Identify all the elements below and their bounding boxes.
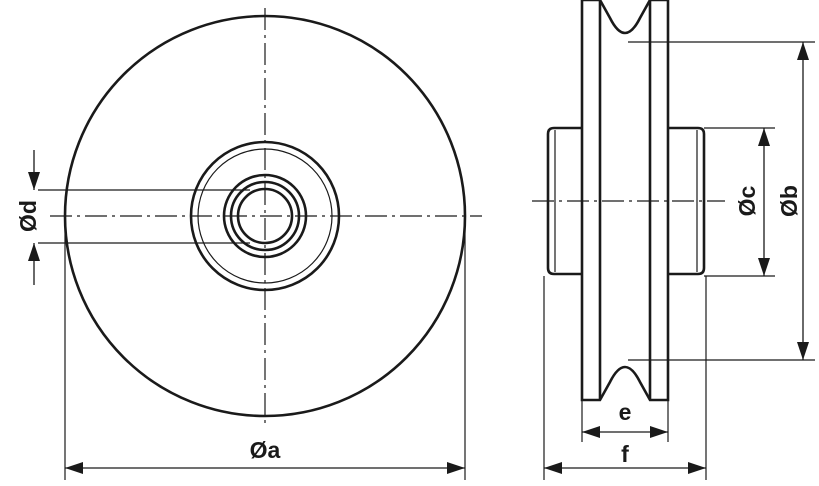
dim-e-arrow-left	[582, 426, 600, 438]
dim-d-arrow-bottom	[28, 243, 40, 261]
dim-d-label: Ød	[15, 200, 41, 232]
dim-a-arrow-left	[65, 462, 83, 474]
dim-b-arrow-bottom	[797, 342, 809, 360]
side-view: Øb Øc e f	[532, 0, 815, 480]
right-hub	[668, 126, 706, 276]
wheel-profile	[580, 0, 670, 402]
dim-e-arrow-right	[650, 426, 668, 438]
dim-a-arrow-right	[447, 462, 465, 474]
dim-f-arrow-left	[544, 462, 562, 474]
dim-e-label: e	[619, 399, 632, 425]
dim-c-arrow-top	[758, 128, 770, 146]
dim-b-arrow-top	[797, 42, 809, 60]
dim-d-arrow-top	[28, 172, 40, 190]
dim-f-arrow-right	[688, 462, 706, 474]
dim-f-label: f	[621, 441, 629, 467]
dim-a-label: Øa	[250, 437, 281, 463]
dim-b-label: Øb	[776, 185, 802, 217]
dim-c-arrow-bottom	[758, 258, 770, 276]
dim-c-label: Øc	[734, 185, 760, 216]
front-view: Ød Øa	[15, 8, 482, 480]
